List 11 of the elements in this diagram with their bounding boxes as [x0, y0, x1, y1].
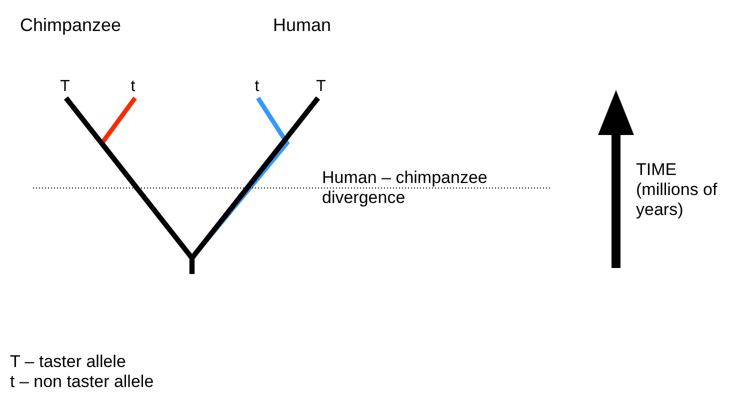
allele-label: t [249, 76, 265, 98]
allele-label: t [125, 76, 141, 98]
note: Human – chimpanzee divergence [322, 168, 488, 208]
allele-label: T [57, 76, 73, 98]
note: TIME (millions of years) [636, 160, 718, 220]
heading: Chimpanzee [20, 15, 122, 35]
tree-branch [189, 96, 320, 274]
legend-text: T – taster allele [10, 352, 127, 372]
legend-text: t – non taster allele [10, 372, 155, 392]
heading: Human [273, 15, 332, 35]
allele-label: T [313, 76, 329, 98]
